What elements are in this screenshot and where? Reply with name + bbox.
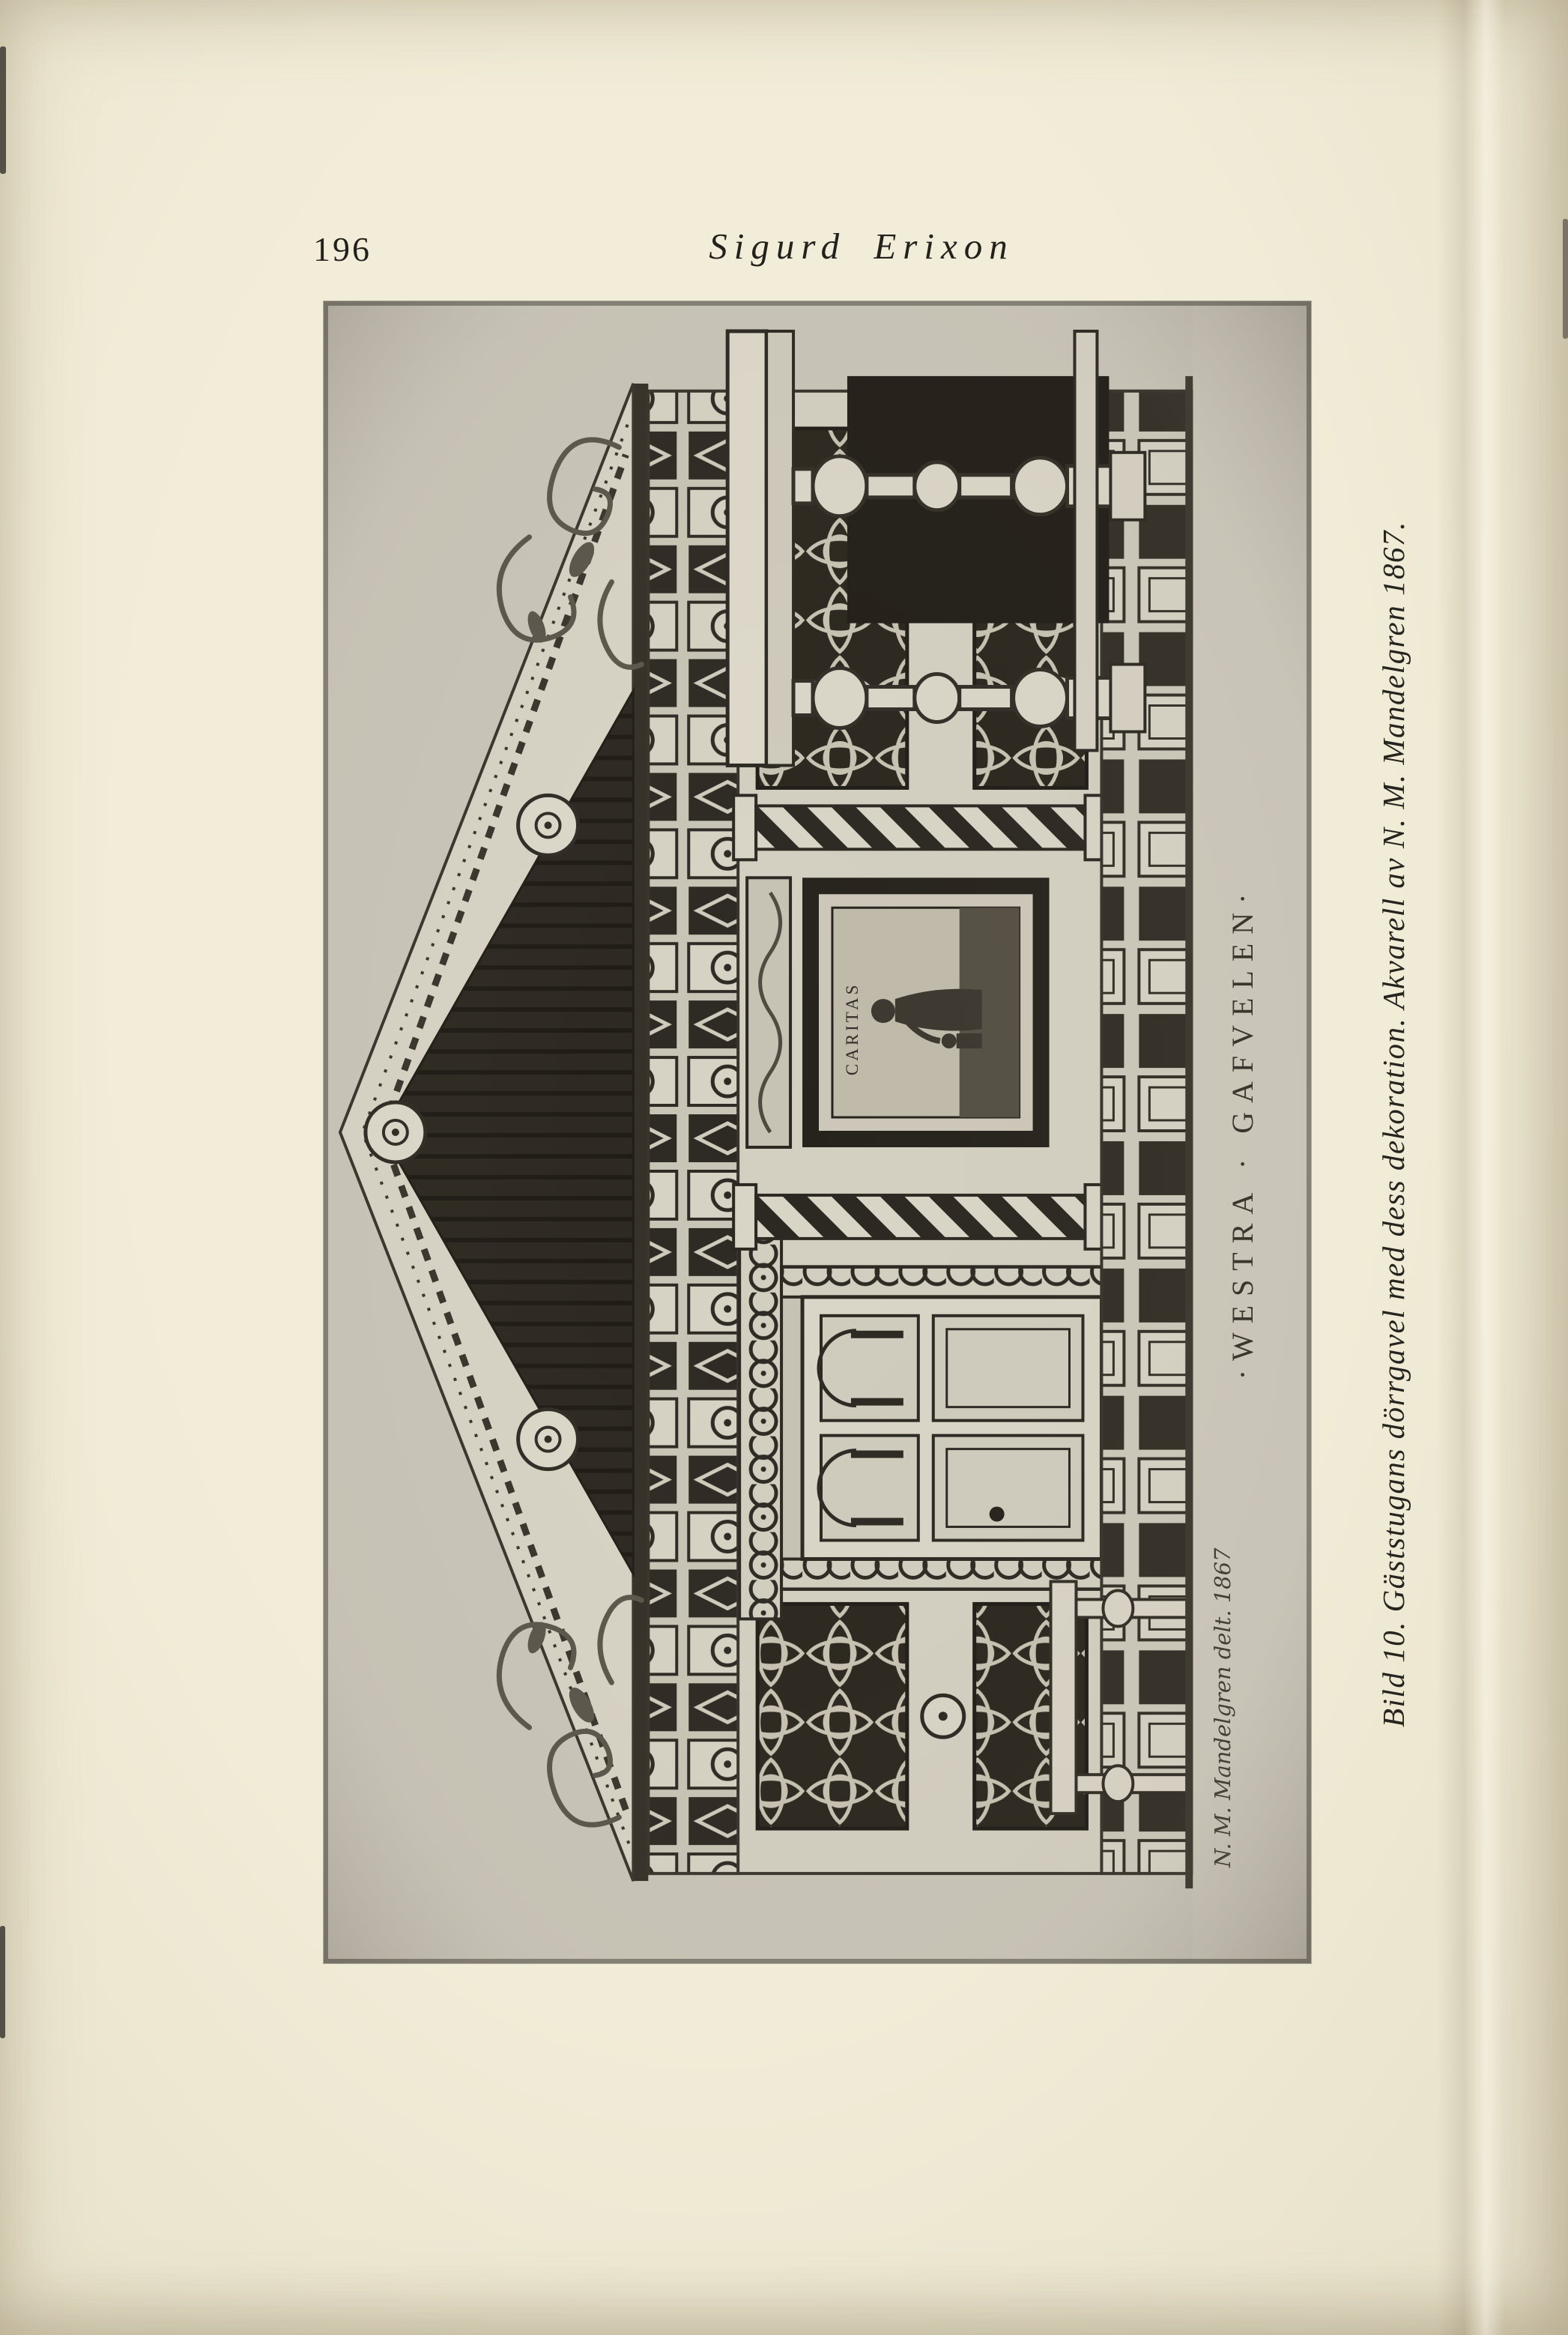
page-fold-shadow: [1437, 0, 1504, 2335]
rotated-artwork: CARITAS: [324, 301, 1311, 1963]
figure-plate: CARITAS: [324, 301, 1311, 1963]
scan-artifact: [1563, 219, 1568, 339]
page-number: 196: [313, 230, 372, 268]
figure-caption: Bild 10. Gäststugans dörrgavel med dess …: [1376, 521, 1411, 1727]
photo-vignette: [324, 301, 1311, 1963]
scan-artifact: [0, 46, 6, 174]
gable-artwork: CARITAS: [324, 301, 1311, 1963]
scan-artifact: [0, 1926, 5, 2038]
running-header: Sigurd Erixon: [709, 226, 1014, 267]
